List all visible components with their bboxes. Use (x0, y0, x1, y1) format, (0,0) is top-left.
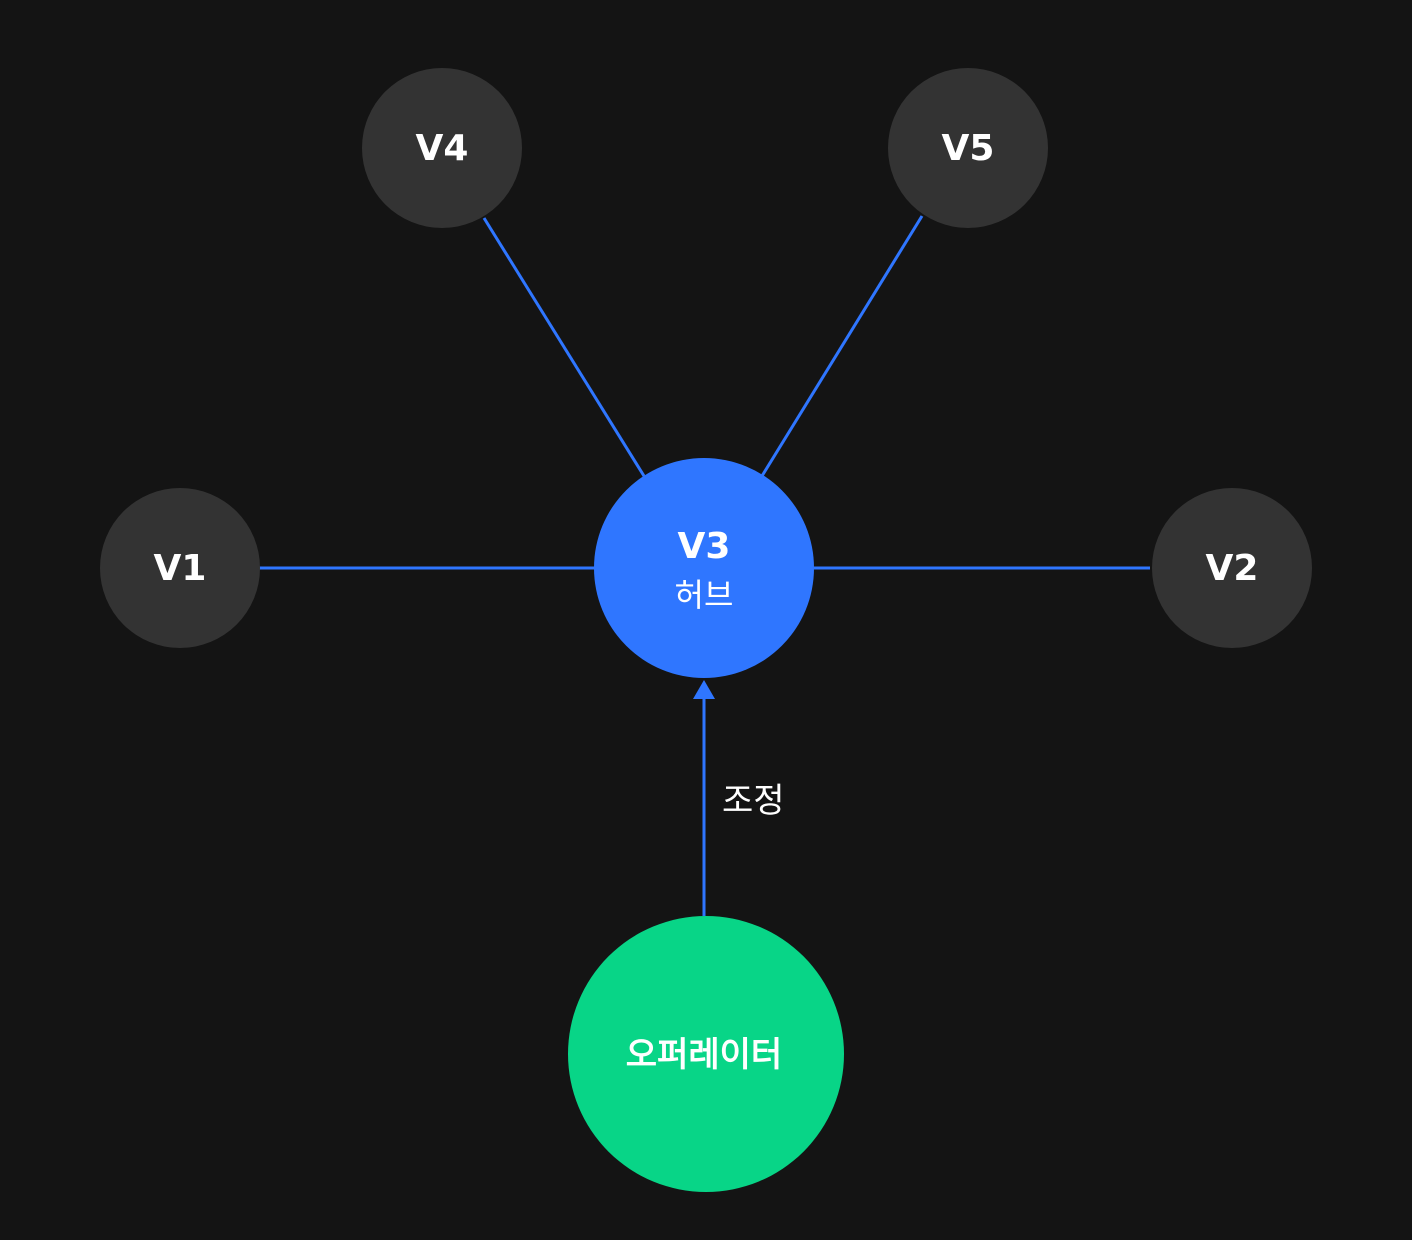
node-v1-label: V1 (154, 548, 207, 589)
node-v5: V5 (888, 68, 1048, 228)
node-v4: V4 (362, 68, 522, 228)
node-operator-label: 오퍼레이터 (626, 1035, 782, 1075)
arrowhead-icon (693, 680, 715, 699)
edge-label-adjust: 조정 (722, 781, 785, 821)
node-v1: V1 (100, 488, 260, 648)
node-v3-hub: V3 허브 (594, 458, 814, 678)
node-v3-label: V3 (678, 526, 731, 567)
node-v2-label: V2 (1206, 548, 1259, 589)
node-operator: 오퍼레이터 (568, 916, 844, 1192)
edge-v3-v5 (760, 215, 924, 477)
node-v4-label: V4 (416, 128, 469, 169)
edge-v3-v4 (482, 217, 646, 477)
node-v3-sublabel: 허브 (675, 576, 734, 614)
node-v5-label: V5 (942, 128, 995, 169)
node-v2: V2 (1152, 488, 1312, 648)
